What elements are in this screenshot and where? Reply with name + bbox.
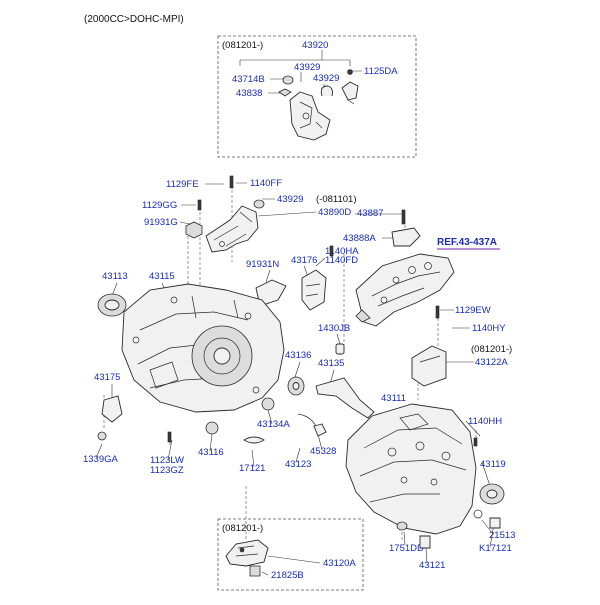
oil-seal-43113 (97, 293, 127, 317)
top-detail-box (217, 35, 417, 158)
bottom-detail-box (217, 518, 364, 591)
label-1140FF[interactable]: 1140FF (250, 178, 282, 189)
label-17121[interactable]: 17121 (239, 463, 265, 474)
label-43929-c[interactable]: 43929 (277, 194, 303, 205)
label-21513[interactable]: 21513 (489, 530, 515, 541)
label-43121[interactable]: 43121 (419, 560, 445, 571)
label-1123GZ[interactable]: 1123GZ (150, 465, 184, 476)
reference-valve-body (355, 253, 455, 327)
case-small-parts (396, 305, 505, 549)
label-43920[interactable]: 43920 (302, 40, 328, 51)
label-1140HH[interactable]: 1140HH (468, 416, 502, 427)
label-43175[interactable]: 43175 (94, 372, 120, 383)
label-43119[interactable]: 43119 (480, 459, 506, 470)
label-1140HA[interactable]: 1140HA (325, 246, 359, 257)
label-43929-a[interactable]: 43929 (294, 62, 320, 73)
label-43176[interactable]: 43176 (291, 255, 317, 266)
label-43888A[interactable]: 43888A (343, 233, 376, 244)
label-43135[interactable]: 43135 (318, 358, 344, 369)
bottom-bracket-assembly (225, 539, 321, 577)
label-1339GA[interactable]: 1339GA (83, 454, 119, 465)
label-1751DD[interactable]: 1751DD (389, 543, 424, 554)
shift-bracket-assembly (278, 69, 359, 141)
bottom-box-date: (081201-) (222, 523, 263, 534)
transmission-case (345, 403, 477, 535)
top-box-date: (081201-) (222, 40, 263, 51)
label-43123[interactable]: 43123 (285, 459, 311, 470)
label-21825B[interactable]: 21825B (271, 570, 304, 581)
label-1123LW[interactable]: 1123LW (150, 455, 184, 466)
reference-link[interactable]: REF.43-437A (437, 237, 497, 248)
label-1140FD[interactable]: 1140FD (325, 255, 358, 266)
label-43136[interactable]: 43136 (285, 350, 311, 361)
label-1125DA[interactable]: 1125DA (364, 66, 398, 77)
label-91931N[interactable]: 91931N (246, 259, 279, 270)
label-1430JB[interactable]: 1430JB (318, 323, 350, 334)
label-43111[interactable]: 43111 (381, 393, 406, 404)
label-45328[interactable]: 45328 (310, 446, 336, 457)
label-1140HY[interactable]: 1140HY (472, 323, 506, 334)
switch-bracket (329, 209, 421, 257)
label-1129FE[interactable]: 1129FE (166, 179, 199, 190)
clutch-housing (121, 283, 285, 413)
engine-label: (2000CC>DOHC-MPI) (84, 14, 184, 25)
label-081101: (-081101) (316, 194, 357, 205)
label-43113[interactable]: 43113 (102, 271, 128, 282)
label-1129GG[interactable]: 1129GG (142, 200, 177, 211)
label-1129EW[interactable]: 1129EW (455, 305, 491, 316)
label-43890D[interactable]: 43890D (318, 207, 351, 218)
label-91931G[interactable]: 91931G (144, 217, 178, 228)
label-43120A[interactable]: 43120A (323, 558, 356, 569)
label-43134A[interactable]: 43134A (257, 419, 290, 430)
mount-bracket-assembly (185, 175, 327, 311)
label-081201-c: (081201-) (471, 344, 512, 355)
label-K17121[interactable]: K17121 (479, 543, 512, 554)
label-43838[interactable]: 43838 (236, 88, 262, 99)
label-43116[interactable]: 43116 (198, 447, 224, 458)
label-43929-b[interactable]: 43929 (313, 73, 339, 84)
label-43115[interactable]: 43115 (149, 271, 175, 282)
label-43122A[interactable]: 43122A (475, 357, 508, 368)
label-43714B[interactable]: 43714B (232, 74, 265, 85)
label-43887[interactable]: 43887 (357, 208, 383, 219)
fork-and-rod-parts (97, 343, 375, 444)
